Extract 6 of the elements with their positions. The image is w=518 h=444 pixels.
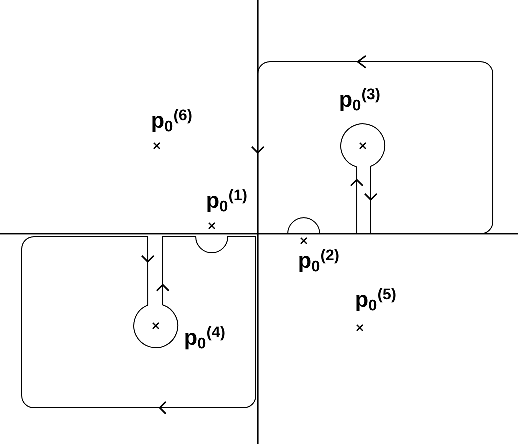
point-label: p$_{0}$(5) xyxy=(356,288,396,312)
point-label: p$_{0}$(3) xyxy=(340,88,380,112)
point-label: p$_{0}$(4) xyxy=(186,326,225,350)
point-label: p$_{0}$(1) xyxy=(208,189,247,213)
point-label: p$_{0}$(6) xyxy=(152,109,192,133)
point-label: p$_{0}$(2) xyxy=(300,249,339,273)
